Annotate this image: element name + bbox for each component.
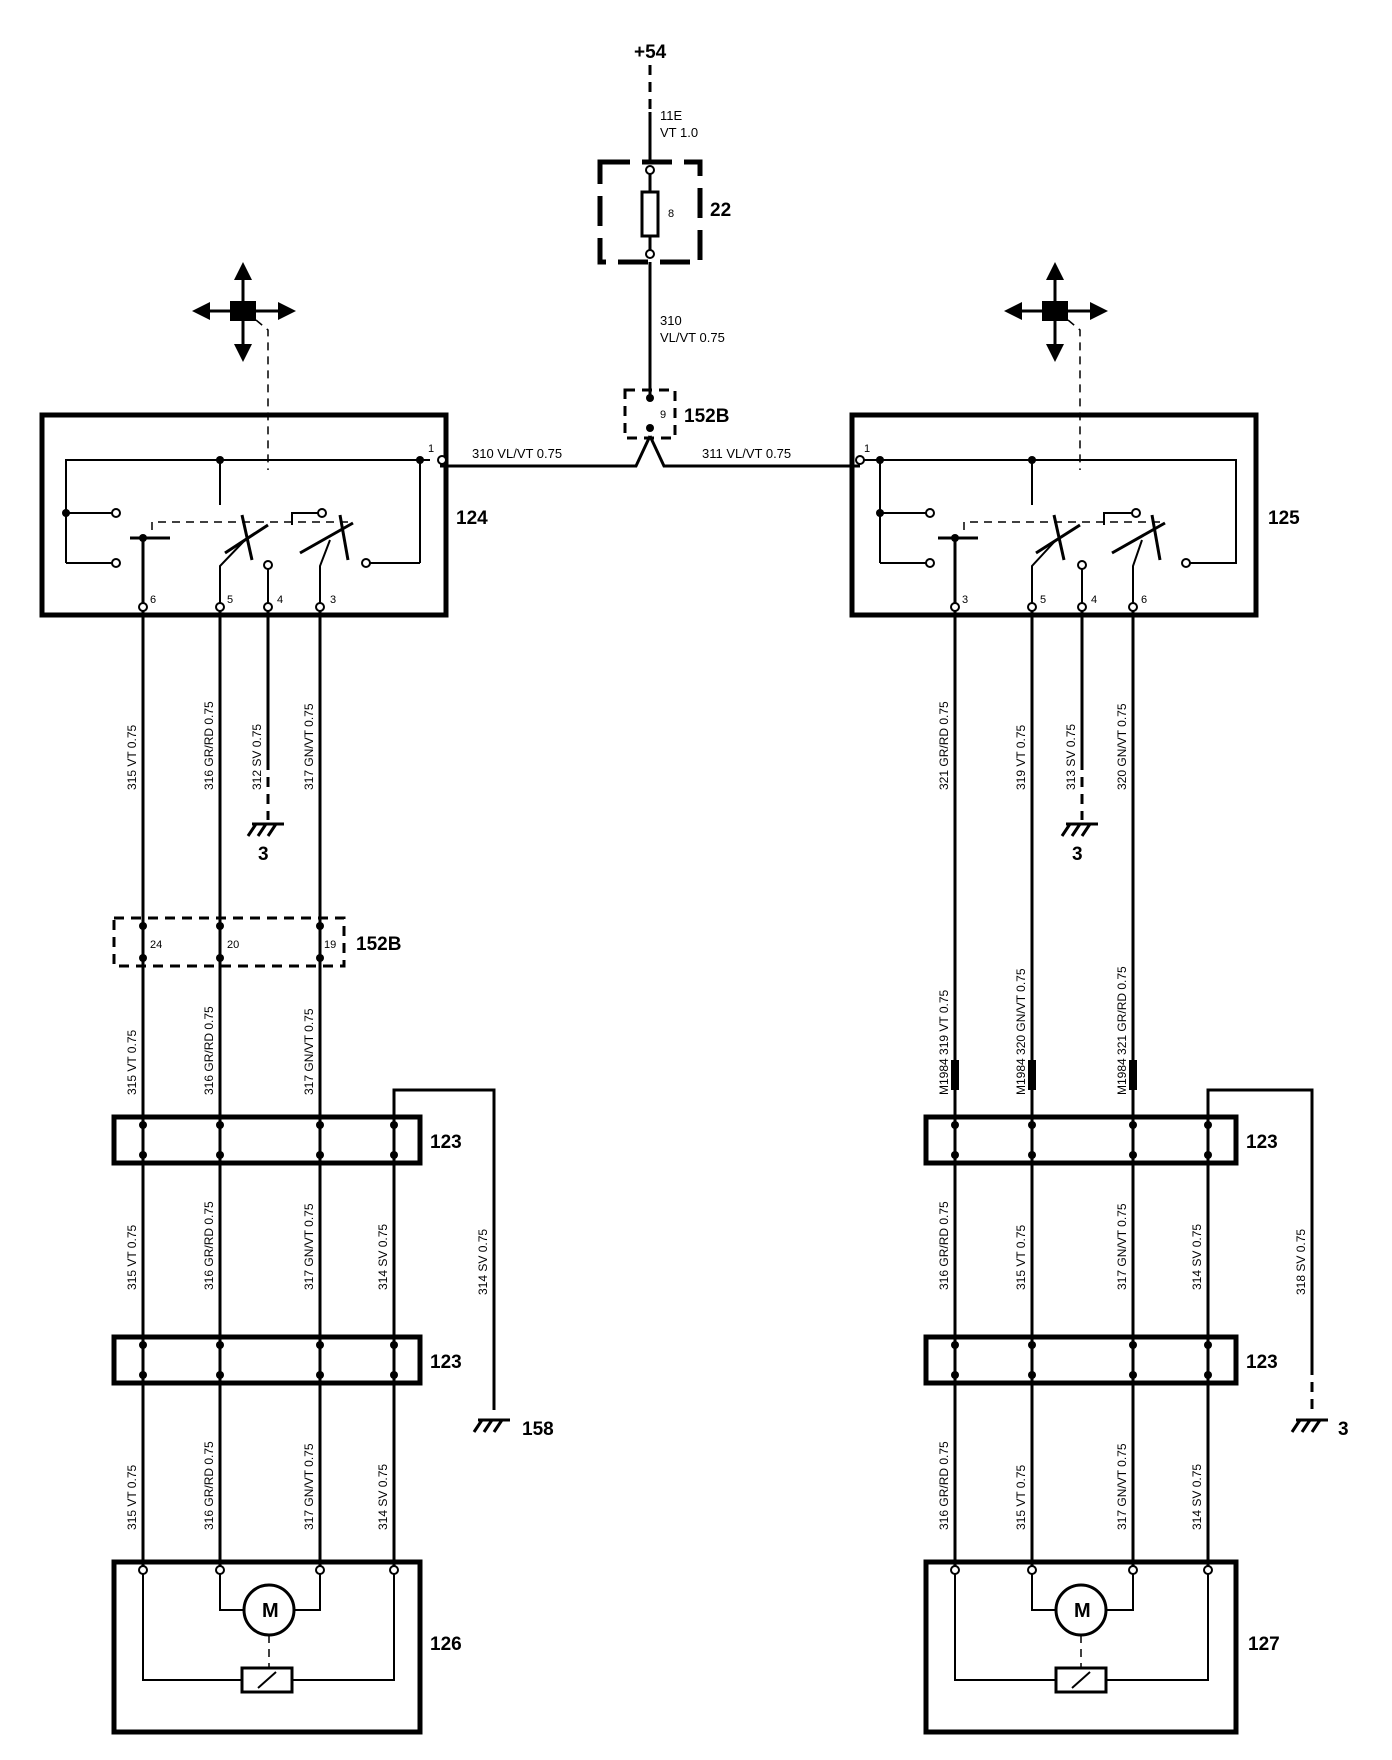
connector-top: 9 <box>623 388 677 440</box>
right-upper-wire-1: 321 GR/RD 0.75 <box>937 701 951 790</box>
right-ground-3-upper: 3 <box>1072 844 1083 865</box>
right-switch-pin-1: 1 <box>864 443 870 455</box>
right-lower-wire-4: 314 SV 0.75 <box>1190 1224 1204 1290</box>
right-switch-pin-5: 5 <box>1040 594 1046 606</box>
left-switch-pin-6: 6 <box>150 594 156 606</box>
left-switch-id: 124 <box>456 508 488 529</box>
right-upper-wire-3: 313 SV 0.75 <box>1064 724 1078 790</box>
left-switch-pin-5: 5 <box>227 594 233 606</box>
left-bottom-wire-2: 316 GR/RD 0.75 <box>202 1441 216 1530</box>
right-motor-label: M <box>1074 1600 1091 1622</box>
fuse-icon <box>640 190 660 238</box>
left-bottom-wire-4: 314 SV 0.75 <box>376 1464 390 1530</box>
right-switch-pin-3: 3 <box>962 594 968 606</box>
left-lower-wire-1: 315 VT 0.75 <box>125 1225 139 1290</box>
left-lower-wire-2: 316 GR/RD 0.75 <box>202 1201 216 1290</box>
connector-mid-pin-24: 24 <box>150 939 162 951</box>
right-lower-wire-2: 315 VT 0.75 <box>1014 1225 1028 1290</box>
left-switch-pin-4: 4 <box>277 594 283 606</box>
connector-top-id: 152B <box>684 406 729 427</box>
right-connector-123-lower <box>923 1334 1239 1386</box>
left-connector-123-upper <box>111 1114 423 1166</box>
left-mid-wire-2: 316 GR/RD 0.75 <box>202 1006 216 1095</box>
right-bottom-wire-3: 317 GN/VT 0.75 <box>1115 1443 1129 1530</box>
right-connector-123-lower-id: 123 <box>1246 1352 1278 1373</box>
right-ground-3-lower: 3 <box>1338 1419 1349 1440</box>
left-upper-wire-2: 316 GR/RD 0.75 <box>202 701 216 790</box>
right-switch-pin-6: 6 <box>1141 594 1147 606</box>
right-connector-123-upper-id: 123 <box>1246 1132 1278 1153</box>
right-mid-wire-2: M1984 320 GN/VT 0.75 <box>1014 968 1028 1095</box>
left-connector-123-lower-id: 123 <box>430 1352 462 1373</box>
supply-wire-id: 11E <box>660 108 682 123</box>
left-switch-pin-3: 3 <box>330 594 336 606</box>
joystick-arrows-icon <box>1004 262 1108 362</box>
left-upper-wire-4: 317 GN/VT 0.75 <box>302 703 316 790</box>
left-motor-label: M <box>262 1600 279 1622</box>
left-upper-wire-3: 312 SV 0.75 <box>250 724 264 790</box>
left-switch-pin-1: 1 <box>428 443 434 455</box>
left-connector-123-lower <box>111 1334 423 1386</box>
left-ground-158: 158 <box>522 1419 554 1440</box>
left-bottom-wire-1: 315 VT 0.75 <box>125 1465 139 1530</box>
supply-label: +54 <box>634 42 667 63</box>
left-connector-123-upper-id: 123 <box>430 1132 462 1153</box>
right-switch-id: 125 <box>1268 508 1300 529</box>
left-lower-wire-4: 314 SV 0.75 <box>376 1224 390 1290</box>
right-ground-wire: 318 SV 0.75 <box>1294 1229 1308 1295</box>
fuse-box: 8 <box>597 159 703 265</box>
left-mirror-unit: M <box>111 1559 423 1735</box>
feed-wire-id: 310 <box>660 313 682 328</box>
right-upper-wire-2: 319 VT 0.75 <box>1014 725 1028 790</box>
connector-mid-pin-20: 20 <box>227 939 239 951</box>
left-ground-3: 3 <box>258 844 269 865</box>
right-feed-label: 311 VL/VT 0.75 <box>702 446 791 461</box>
right-mid-wire-3: M1984 321 GR/RD 0.75 <box>1115 966 1129 1095</box>
connector-mid-pin-19: 19 <box>324 939 336 951</box>
connector-top-pin: 9 <box>660 409 666 421</box>
right-mirror-unit: M <box>923 1559 1239 1735</box>
right-bottom-wire-4: 314 SV 0.75 <box>1190 1464 1204 1530</box>
left-mirror-id: 126 <box>430 1634 462 1655</box>
supply-wire-spec: VT 1.0 <box>660 125 698 140</box>
connector-mid-id: 152B <box>356 934 401 955</box>
left-bottom-wire-3: 317 GN/VT 0.75 <box>302 1443 316 1530</box>
feed-wire-spec: VL/VT 0.75 <box>660 330 725 345</box>
left-mid-wire-3: 317 GN/VT 0.75 <box>302 1008 316 1095</box>
right-bottom-wire-2: 315 VT 0.75 <box>1014 1465 1028 1530</box>
right-switch: 1 3 5 4 6 <box>849 262 1259 618</box>
fuse-box-id: 22 <box>710 200 731 221</box>
right-connector-123-upper <box>923 1114 1239 1166</box>
left-lower-wire-3: 317 GN/VT 0.75 <box>302 1203 316 1290</box>
left-upper-wire-1: 315 VT 0.75 <box>125 725 139 790</box>
left-switch: 1 6 5 4 3 <box>39 262 449 618</box>
left-mid-wire-1: 315 VT 0.75 <box>125 1030 139 1095</box>
connector-mid: 24 20 19 <box>112 916 346 968</box>
left-ground-wire: 314 SV 0.75 <box>476 1229 490 1295</box>
right-upper-wire-4: 320 GN/VT 0.75 <box>1115 703 1129 790</box>
right-lower-wire-1: 316 GR/RD 0.75 <box>937 1201 951 1290</box>
right-lower-wire-3: 317 GN/VT 0.75 <box>1115 1203 1129 1290</box>
fuse-number: 8 <box>668 208 674 220</box>
right-mid-wire-1: M1984 319 VT 0.75 <box>937 989 951 1095</box>
right-bottom-wire-1: 316 GR/RD 0.75 <box>937 1441 951 1530</box>
right-switch-pin-4: 4 <box>1091 594 1097 606</box>
right-mirror-id: 127 <box>1248 1634 1280 1655</box>
left-feed-label: 310 VL/VT 0.75 <box>472 446 562 461</box>
joystick-arrows-icon <box>192 262 296 362</box>
